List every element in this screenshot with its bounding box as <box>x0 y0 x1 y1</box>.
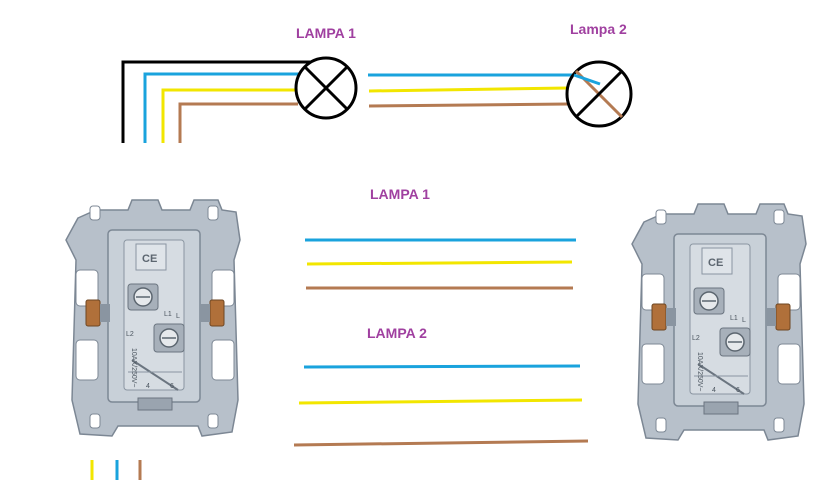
black-wire <box>121 60 318 143</box>
lamp1-yellow-line <box>306 260 573 266</box>
left-switch-terminal-6: 6 <box>170 383 174 390</box>
right-switch: 10AX/250V~ L1 L2 L 4 6 <box>631 203 807 441</box>
left-switch-terminal-4: 4 <box>146 383 150 390</box>
left-switch-marking: 10AX/250V~ <box>130 348 137 388</box>
left-switch-terminal-l: L <box>176 313 180 320</box>
right-switch-terminal-6: 6 <box>736 387 740 394</box>
right-switch-terminal-4: 4 <box>712 387 716 394</box>
yellow-wire-lamp2 <box>368 86 569 93</box>
lamp2-mid-label: LAMPA 2 <box>367 325 427 341</box>
lamp1-symbol <box>294 56 358 120</box>
lamp2-symbol <box>565 60 633 128</box>
right-switch-terminal-l2: L2 <box>692 335 700 342</box>
right-switch-terminal-l: L <box>742 317 746 324</box>
left-switch-terminal-l1: L1 <box>164 311 172 318</box>
lamp1-top-label: LAMPA 1 <box>296 25 356 41</box>
lamp2-yellow-line <box>298 398 583 405</box>
right-switch-terminal-l1: L1 <box>730 315 738 322</box>
left-switch: 10AX/250V~ L1 L2 L 4 6 <box>65 199 241 437</box>
lamp2-top-label: Lampa 2 <box>570 21 627 37</box>
lamp2-brown-line <box>293 439 589 447</box>
brown-wire-lamp1 <box>178 102 298 143</box>
brown-wire-lamp2 <box>368 102 569 108</box>
blue-wire-lamp1 <box>143 72 300 143</box>
lamp2-blue-line <box>303 364 581 369</box>
right-switch-marking: 10AX/250V~ <box>696 352 703 392</box>
lamp1-mid-label: LAMPA 1 <box>370 186 430 202</box>
left-switch-terminal-l2: L2 <box>126 331 134 338</box>
yellow-wire-lamp1 <box>161 88 296 143</box>
